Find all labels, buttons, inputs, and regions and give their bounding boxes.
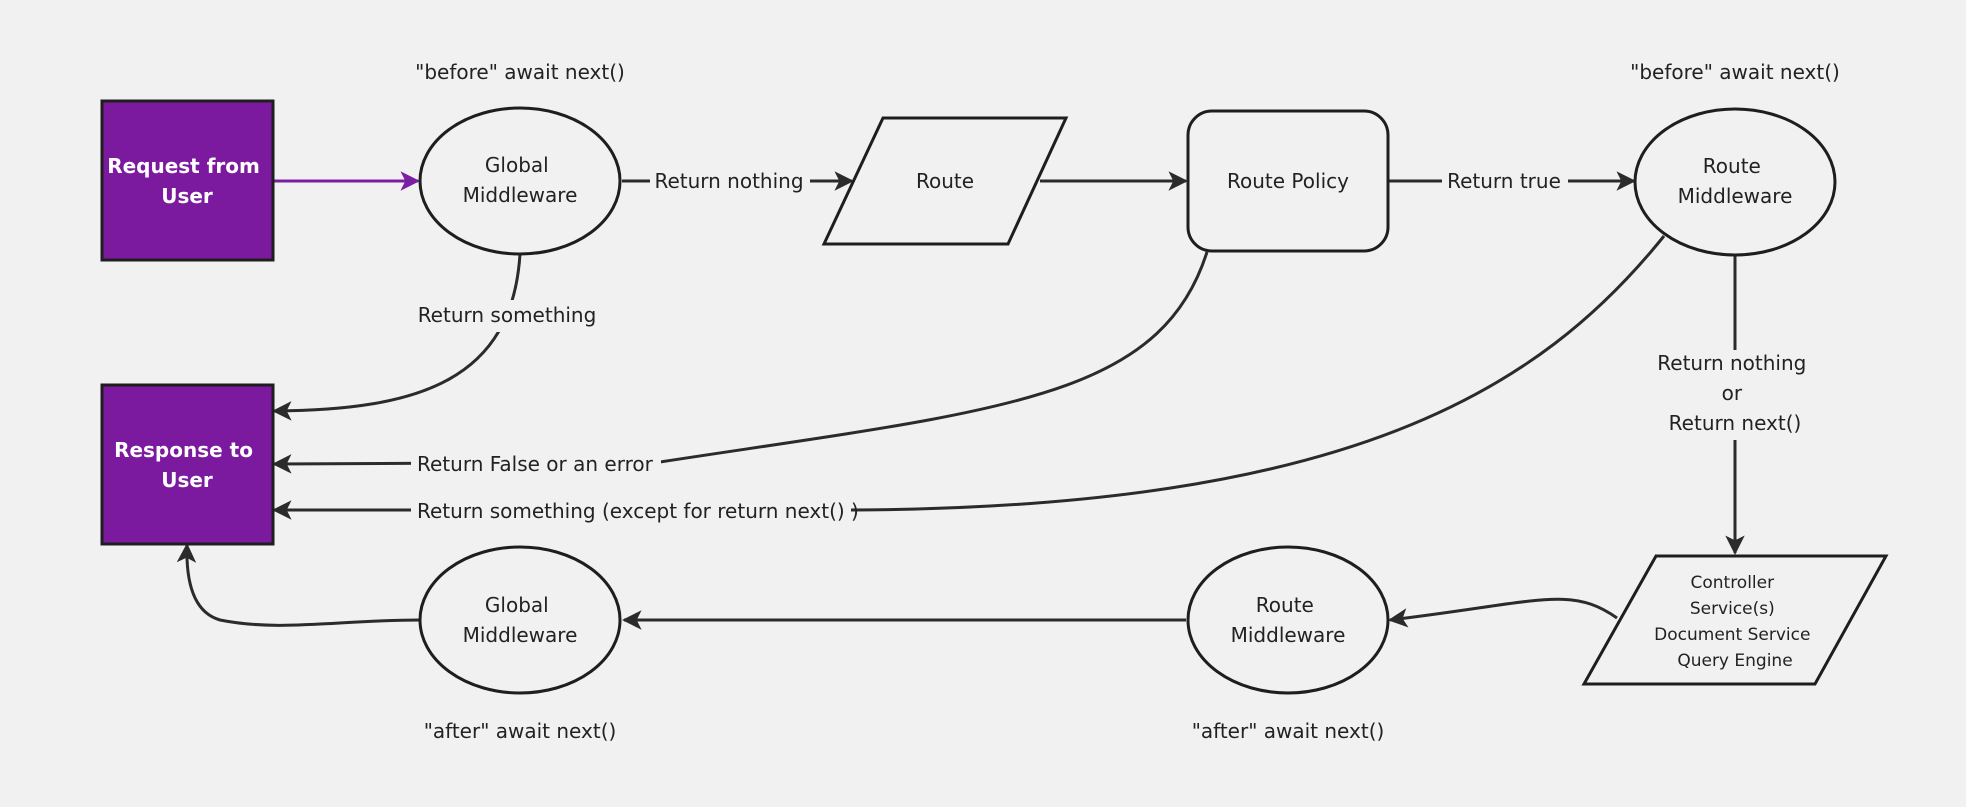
edge-label-policy-to-response: Return False or an error <box>417 452 654 476</box>
route-policy-label: Route Policy <box>1227 169 1349 193</box>
global-middleware-before-node: Global Middleware <box>418 106 622 256</box>
route-middleware-after-node: Route Middleware <box>1186 545 1390 695</box>
edge-label-policy-to-route-middleware: Return true <box>1447 169 1561 193</box>
edge-global-to-response <box>272 253 522 421</box>
edge-controller-to-route-middleware <box>1388 597 1618 628</box>
global-middleware-after-label: Global Middleware <box>463 593 578 647</box>
annotation-before-route: "before" await next() <box>1630 60 1840 84</box>
route-middleware-after-label: Route Middleware <box>1231 593 1346 647</box>
annotation-after-route: "after" await next() <box>1192 719 1385 743</box>
route-middleware-before-label: Route Middleware <box>1678 154 1793 208</box>
request-from-user-label: Request from User <box>107 154 267 208</box>
annotation-before-global: "before" await next() <box>415 60 625 84</box>
edge-global-after-to-response <box>176 543 421 627</box>
request-from-user-node: Request from User <box>100 99 275 262</box>
route-policy-node: Route Policy <box>1186 109 1390 253</box>
edge-label-global-to-route: Return nothing <box>654 169 803 193</box>
route-node: Route <box>821 116 1069 246</box>
route-label: Route <box>916 169 974 193</box>
edge-label-route-middleware-to-response: Return something (except for return next… <box>417 499 859 523</box>
controller-services-node: Controller Service(s) Document Service Q… <box>1581 554 1889 686</box>
route-middleware-before-node: Route Middleware <box>1633 107 1837 257</box>
annotation-after-global: "after" await next() <box>424 719 617 743</box>
edge-label-route-middleware-to-controller: Return nothing or Return next() <box>1657 351 1812 435</box>
response-to-user-node: Response to User <box>100 383 275 546</box>
response-to-user-label: Response to User <box>114 438 260 492</box>
edge-label-global-to-response: Return something <box>418 303 597 327</box>
edge-route-middleware-to-response <box>272 235 1666 520</box>
edge-policy-to-response <box>272 251 1209 474</box>
controller-services-label: Controller Service(s) Document Service Q… <box>1654 573 1816 671</box>
global-middleware-after-node: Global Middleware <box>418 545 622 695</box>
global-middleware-before-label: Global Middleware <box>463 153 578 207</box>
